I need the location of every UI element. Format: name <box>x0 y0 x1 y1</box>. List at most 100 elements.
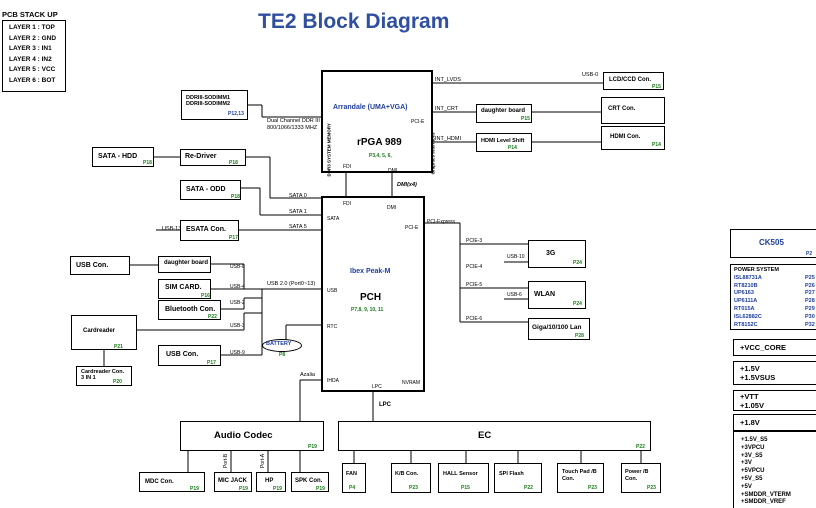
crt-box: CRT Con. <box>601 97 665 124</box>
bluetooth-box: Bluetooth Con. P22 <box>158 300 221 320</box>
spi-flash-label: SPI Flash <box>499 471 524 477</box>
rail-15v: +1.5V <box>740 364 760 373</box>
hp-label: HP <box>265 478 274 484</box>
cpu-package: rPGA 989 <box>357 137 402 148</box>
spi-flash-box: SPI Flash P22 <box>494 463 542 493</box>
pci-express-label: PCI-Express <box>427 219 456 225</box>
mic-jack-label: MIC JACK <box>218 478 248 484</box>
spk-con-label: SPK Con. <box>295 478 323 484</box>
fan-box: FAN P4 <box>342 463 366 493</box>
usb-con2-label: USB Con. <box>166 351 199 358</box>
page-title: TE2 Block Diagram <box>258 10 450 33</box>
ddr-signal-1: Dual Channel DDR III <box>267 118 320 124</box>
usb-con-label: USB Con. <box>76 262 109 269</box>
layer-1: LAYER 1 : TOP <box>9 24 55 31</box>
rail-list-item: +5V_S5 <box>741 475 763 482</box>
lpc-signal-label: LPC <box>379 402 391 408</box>
power-ic-name: UP6163 <box>734 290 754 297</box>
power-system-title: POWER SYSTEM <box>734 267 779 273</box>
esata-page: P17 <box>229 235 238 241</box>
kb-con-page: P23 <box>409 485 418 491</box>
power-ic-page: P30 <box>805 313 815 320</box>
ec-label: EC <box>478 430 492 441</box>
pch-sata-label: SATA <box>327 216 340 222</box>
daughter-board-crt-box: daughter board P15 <box>476 104 532 123</box>
3g-page: P24 <box>573 260 582 266</box>
hall-sensor-page: P15 <box>461 485 470 491</box>
rail-list-item: +5V <box>741 483 752 490</box>
rail-list-item: +3V <box>741 460 752 467</box>
pcb-stack-box: LAYER 1 : TOP LAYER 2 : GND LAYER 3 : IN… <box>2 20 66 92</box>
rail-list-item: +SMDDR_VREF <box>741 499 786 506</box>
usb2-label: USB-2 <box>230 300 245 306</box>
pch-pcie-label: PCI-E <box>405 225 419 231</box>
redriver-box: Re-Driver P18 <box>180 149 246 166</box>
cardreader-con-page: P20 <box>113 379 122 385</box>
wlan-box: WLAN P24 <box>528 281 586 309</box>
cpu-pages: P3,4, 5, 6, <box>369 153 392 159</box>
lcd-box: LCD/CCD Con. P15 <box>603 72 664 90</box>
power-b-box: Power /B Con. P23 <box>621 463 661 493</box>
esata-usb-label: USB-13 <box>162 226 182 232</box>
hdmi-shift-page: P14 <box>508 145 517 151</box>
audio-codec-label: Audio Codec <box>214 430 273 441</box>
sim-card-label: SIM CARD. <box>165 284 202 291</box>
layer-2: LAYER 2 : GND <box>9 34 57 42</box>
cardreader-box: Cardreader P21 <box>71 315 137 350</box>
battery-label: BATTERY <box>266 341 292 347</box>
pcie5-label: PCIE-5 <box>466 282 483 288</box>
ck505-page: P2 <box>806 251 813 257</box>
usb20-label: USB 2.0 (Port0~13) <box>267 281 316 287</box>
hp-box: HP P19 <box>256 472 286 492</box>
ec-box: EC P22 <box>338 421 651 451</box>
rail-vcc-core: +VCC_CORE <box>740 343 787 352</box>
pch-rtc-label: RTC <box>327 324 338 330</box>
sata1-label: SATA 1 <box>289 209 307 215</box>
hp-page: P19 <box>273 486 282 492</box>
port-b-label: Port-B <box>223 453 230 469</box>
cardreader-label: Cardreader <box>83 328 116 334</box>
redriver-label: Re-Driver <box>185 153 217 160</box>
pcb-stack-title: PCB STACK UP <box>2 10 58 19</box>
kb-con-label: K/B Con. <box>395 471 419 477</box>
mic-jack-box: MIC JACK P19 <box>214 472 252 492</box>
hdmi-box: HDMI Con. P14 <box>601 126 665 150</box>
layer-4: LAYER 4 : IN2 <box>9 55 52 63</box>
lan-page: P28 <box>575 333 584 339</box>
mic-jack-page: P19 <box>239 486 248 492</box>
audio-codec-box: Audio Codec P19 <box>180 421 324 451</box>
cpu-pcie-label: PCI-E <box>411 119 425 125</box>
esata-label: ESATA Con. <box>186 226 226 233</box>
crt-label: CRT Con. <box>608 106 636 112</box>
rail-vtt: +VTT <box>740 392 759 401</box>
audio-codec-page: P19 <box>308 444 317 450</box>
hall-sensor-box: HALL Sensor P15 <box>438 463 489 493</box>
sata-odd-label: SATA - ODD <box>186 186 226 193</box>
rail-list-item: +1.5V_S5 <box>741 437 768 443</box>
pcie3-label: PCIE-3 <box>466 238 483 244</box>
pch-usb-label: USB <box>327 288 338 294</box>
ck505-label: CK505 <box>759 238 784 247</box>
sodimm-box: DDRIII-SODIMM1 DDRIII-SODIMM2 P12,13 <box>181 90 248 120</box>
kb-con-box: K/B Con. P23 <box>391 463 431 493</box>
wlan-page: P24 <box>573 301 582 307</box>
azalia-label: Azalia <box>300 372 315 378</box>
hall-sensor-label: HALL Sensor <box>443 471 478 477</box>
power-ic-page: P32 <box>805 321 815 328</box>
rail-15v-box: +1.5V +1.5VSUS <box>733 361 816 385</box>
cardreader-page: P21 <box>114 344 123 350</box>
port-a-label: Port-A <box>260 453 267 469</box>
sata-hdd-page: P18 <box>143 160 152 166</box>
daughter-board-usb-box: daughter board <box>158 256 211 273</box>
layer-6: LAYER 6 : BOT <box>9 76 56 84</box>
pch-fdi-label: FDI <box>343 201 352 207</box>
rail-vcc-core-box: +VCC_CORE <box>733 339 816 356</box>
dmi-x4-label: DMI(x4) <box>397 182 417 188</box>
cardreader-con-line2: 3 IN 1 <box>81 375 96 381</box>
usb8-label: USB-8 <box>230 264 245 270</box>
